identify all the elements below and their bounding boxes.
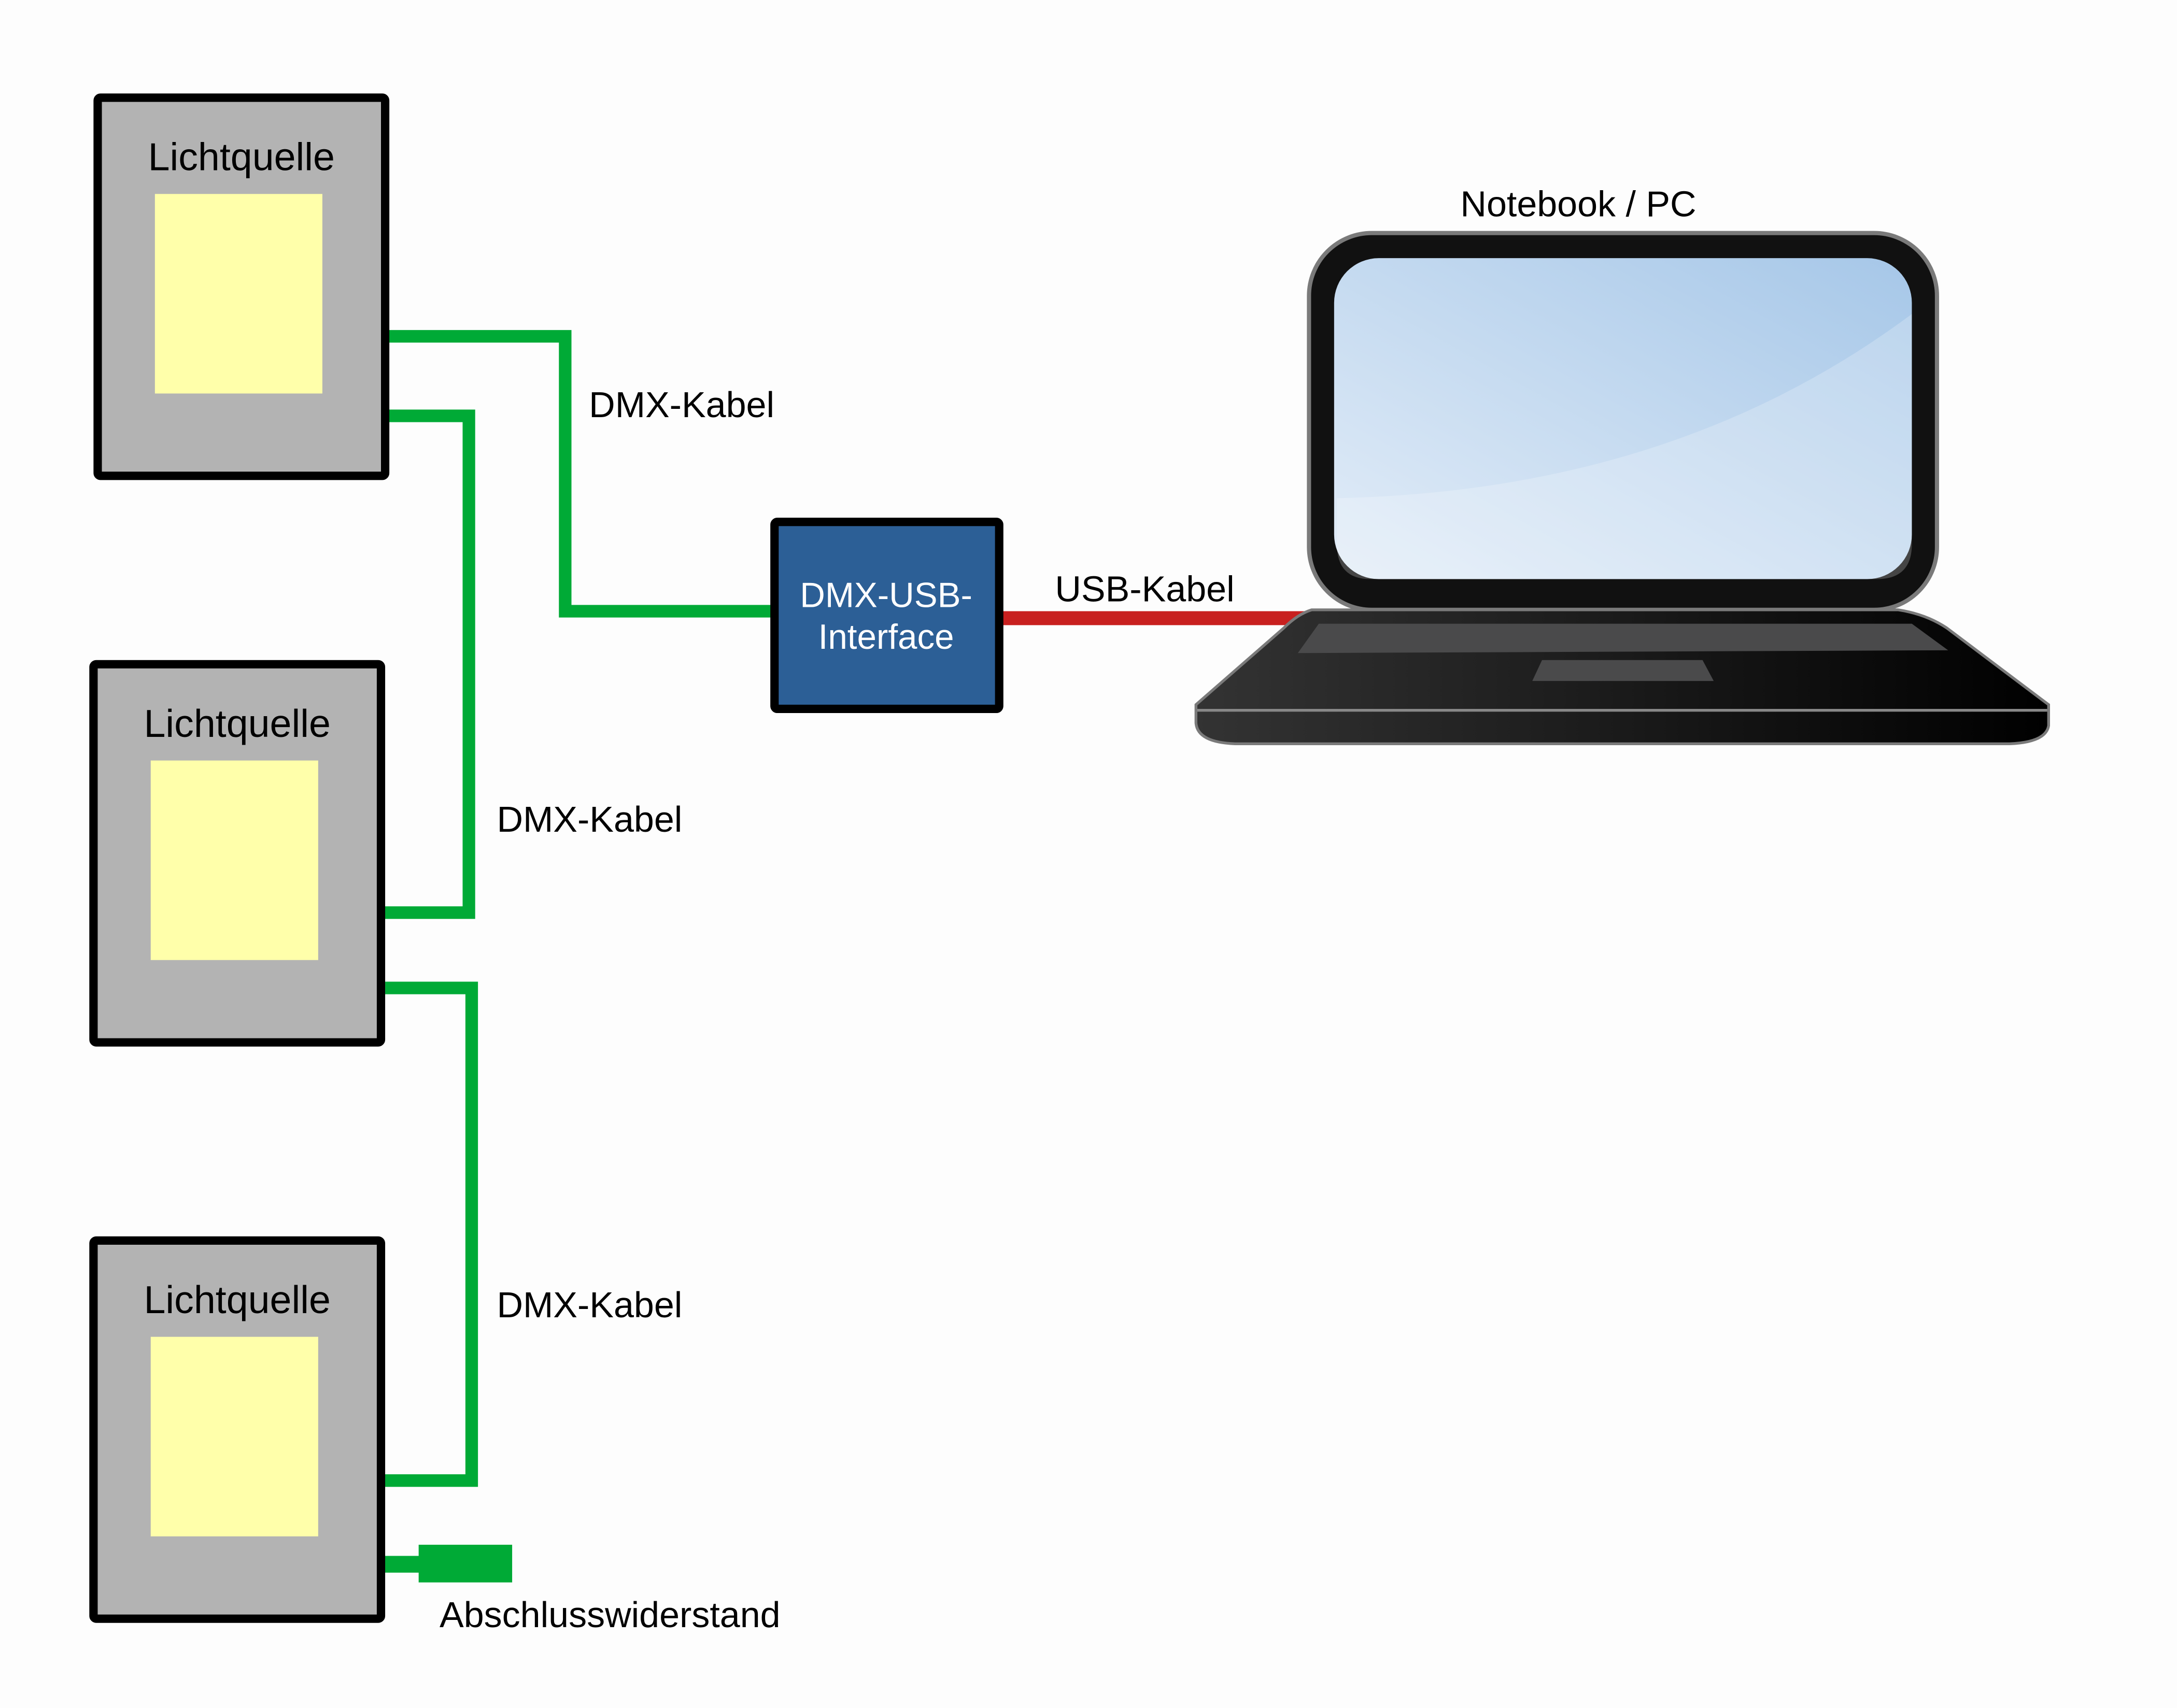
lamp-panel [154, 194, 322, 394]
usb-cable [999, 611, 1313, 625]
light-source-label: Lichtquelle [148, 135, 335, 179]
light-source-label: Lichtquelle [144, 1278, 331, 1321]
dmx-cable-3-label: DMX-Kabel [497, 1285, 682, 1325]
lamp-panel [150, 760, 318, 960]
light-source-label: Lichtquelle [144, 702, 331, 745]
light-source-1: Lichtquelle [93, 93, 390, 480]
dmx-usb-interface: DMX-USB- Interface [770, 518, 1003, 714]
interface-label-line2: Interface [818, 618, 954, 657]
usb-cable-label: USB-Kabel [1055, 569, 1234, 609]
terminator-resistor [382, 1544, 513, 1583]
lamp-panel [150, 1336, 318, 1536]
laptop-icon [1194, 231, 2051, 745]
light-source-2: Lichtquelle [89, 660, 386, 1047]
terminator-label: Abschlusswiderstand [440, 1595, 781, 1635]
interface-label-line1: DMX-USB- [800, 576, 972, 615]
dmx-cable-3 [382, 981, 478, 1487]
dmx-cable-1-label: DMX-Kabel [589, 385, 774, 425]
light-source-3: Lichtquelle [89, 1236, 386, 1623]
dmx-cable-2-label: DMX-Kabel [497, 799, 682, 839]
dmx-cable-2 [382, 409, 475, 919]
computer-label: Notebook / PC [1460, 183, 1696, 224]
dmx-cable-1 [386, 330, 776, 618]
